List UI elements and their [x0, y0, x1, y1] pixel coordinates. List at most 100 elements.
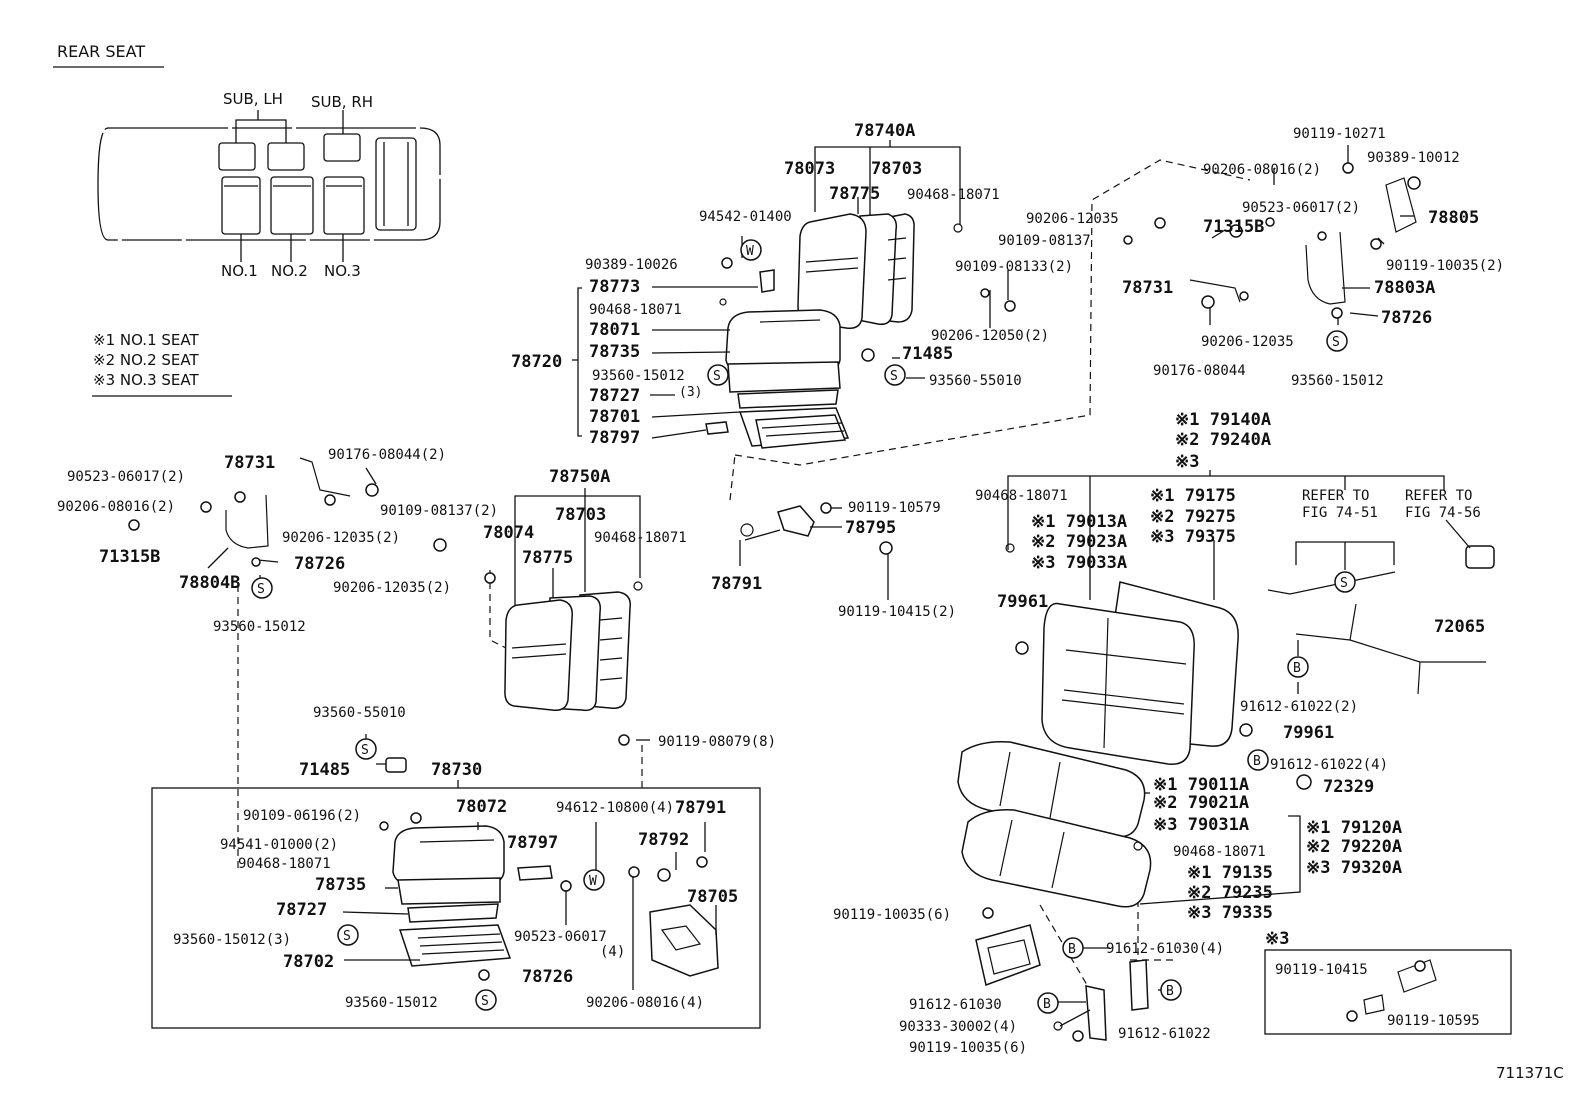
svg-text:S: S [481, 994, 489, 1009]
symbol-b-61030-4: B [1062, 937, 1084, 959]
part-label: 78726 [1381, 308, 1432, 328]
part-label: 91612-61030 [909, 997, 1002, 1013]
sub-lh-seat-2 [267, 142, 305, 171]
hardware-glyphs [128, 162, 1426, 1042]
part-label: 90206-08016(4) [586, 995, 704, 1011]
part-label: 78730 [431, 760, 482, 780]
part-label: ※1 79175 [1150, 486, 1236, 506]
part-label: 78735 [589, 342, 640, 362]
part-label: 78727 [276, 900, 327, 920]
part-label: ※2 79275 [1150, 507, 1236, 527]
svg-text:B: B [1166, 984, 1174, 999]
part-label: 78726 [522, 967, 573, 987]
sub-lh-seat-1 [218, 142, 256, 171]
part-label: 72329 [1323, 777, 1374, 797]
part-label: 78797 [507, 833, 558, 853]
part-label: ※3 [1265, 929, 1289, 949]
part-label: 71315B [99, 547, 160, 567]
symbol-s-refer: S [1334, 571, 1356, 593]
part-label: 90206-12035(2) [333, 580, 451, 596]
svg-text:B: B [1293, 661, 1301, 676]
seat-no2 [270, 176, 314, 235]
part-label: 78071 [589, 320, 640, 340]
svg-text:B: B [1253, 754, 1261, 769]
part-label: 90523-06017(2) [1242, 200, 1360, 216]
part-label: 78803A [1374, 278, 1435, 298]
part-label: ※2 79021A [1153, 793, 1249, 813]
seat-back-78750a-illustration [504, 591, 631, 712]
part-label: 90206-12035(2) [282, 530, 400, 546]
part-label: 71485 [902, 344, 953, 364]
part-label: 90206-12050(2) [931, 328, 1049, 344]
sub-rh-label: SUB, RH [311, 93, 373, 111]
part-label: 90468-18071 [238, 856, 331, 872]
part-label: 93560-55010 [313, 705, 406, 721]
seat-cushion-78730-illustration [392, 825, 553, 967]
symbol-s-93560-top: S [707, 364, 729, 386]
part-label: 90176-08044(2) [328, 447, 446, 463]
seat-no3 [323, 176, 365, 235]
part-label: 78703 [555, 505, 606, 525]
part-label: 90523-06017 [514, 929, 607, 945]
part-label: 90333-30002(4) [899, 1019, 1017, 1035]
part-label: 93560-15012 [592, 368, 685, 384]
svg-text:S: S [890, 369, 898, 384]
part-label: ※3 79033A [1031, 553, 1127, 573]
part-label: ※3 79031A [1153, 815, 1249, 835]
part-label: 90119-10595 [1387, 1013, 1480, 1029]
part-label: (3) [679, 385, 702, 400]
page-title: REAR SEAT [57, 42, 145, 61]
part-number-labels: 78740A 78073 78703 78775 90468-18071 945… [57, 121, 1504, 1056]
part-label: 91612-61030(4) [1106, 941, 1224, 957]
symbol-b-61030: B [1037, 992, 1059, 1014]
part-label: 78805 [1428, 208, 1479, 228]
part-label: FIG 74-51 [1302, 505, 1378, 521]
symbol-s-left: S [251, 577, 273, 599]
part-label: 91612-61022 [1118, 1026, 1211, 1042]
bench-seat-back-illustration [1041, 581, 1239, 765]
part-label: 90119-10415 [1275, 962, 1368, 978]
part-label: ※3 79375 [1150, 527, 1236, 547]
part-label: ※2 79023A [1031, 532, 1127, 552]
part-label: 78073 [784, 159, 835, 179]
part-label: ※2 79235 [1187, 883, 1273, 903]
part-label: 90109-08133(2) [955, 259, 1073, 275]
part-label: 71315B [1203, 217, 1264, 237]
part-label: ※3 79320A [1306, 858, 1402, 878]
part-label: 90176-08044 [1153, 363, 1246, 379]
frame-78804b-illustration [225, 457, 351, 549]
part-label: 90119-10035(6) [833, 907, 951, 923]
part-label: 78797 [589, 428, 640, 448]
svg-text:B: B [1043, 997, 1051, 1012]
svg-text:W: W [746, 244, 754, 259]
part-label: 78795 [845, 518, 896, 538]
part-label: 78731 [224, 453, 275, 473]
part-label: ※1 79140A [1175, 410, 1271, 430]
part-label: (4) [600, 944, 625, 960]
part-label: 93560-55010 [929, 373, 1022, 389]
part-label: 78072 [456, 797, 507, 817]
frame-78803a-illustration [1189, 177, 1417, 305]
part-label: 90206-12035 [1201, 334, 1294, 350]
seat-legend: ※1 NO.1 SEAT ※2 NO.2 SEAT ※3 NO.3 SEAT [92, 331, 232, 397]
part-label: ※1 79013A [1031, 512, 1127, 532]
part-label: ※1 79135 [1187, 863, 1273, 883]
part-label: 93560-15012 [345, 995, 438, 1011]
part-label: 90389-10012 [1367, 150, 1460, 166]
part-label: 90109-06196(2) [243, 808, 361, 824]
symbol-s-15012-3: S [337, 924, 359, 946]
part-label: 90206-12035 [1026, 211, 1119, 227]
part-label: 78740A [854, 121, 915, 141]
part-label: 93560-15012(3) [173, 932, 291, 948]
part-label: FIG 74-56 [1405, 505, 1481, 521]
part-label: 78701 [589, 407, 640, 427]
symbol-w-94612: W [583, 869, 605, 891]
part-label: 78792 [638, 830, 689, 850]
svg-text:S: S [361, 743, 369, 758]
part-label: 72065 [1434, 617, 1485, 637]
no1-label: NO.1 [221, 262, 258, 280]
part-label: 94612-10800(4) [556, 800, 674, 816]
sub-lh-label: SUB, LH [223, 90, 283, 108]
symbol-w-94542: W [740, 239, 762, 261]
